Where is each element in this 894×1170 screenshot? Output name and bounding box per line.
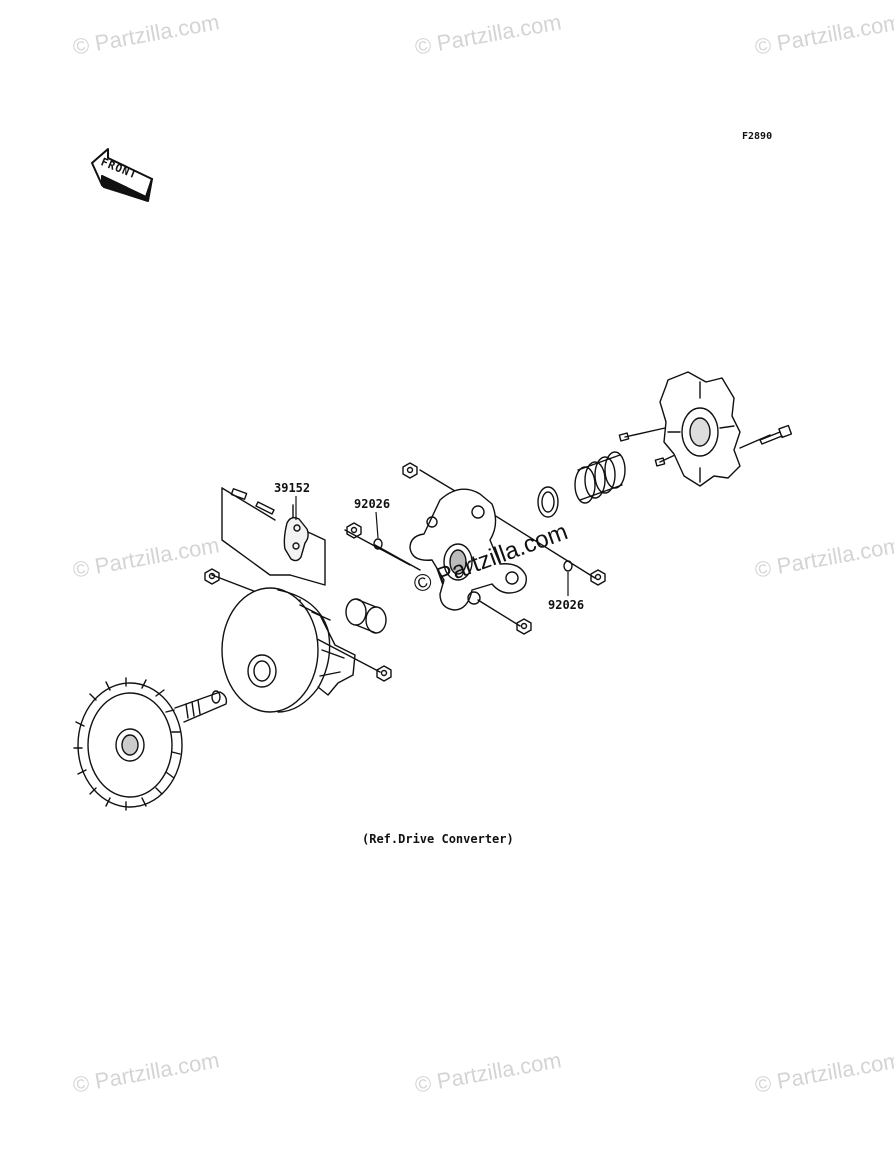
bolt xyxy=(759,424,793,445)
figure-code: F2890 xyxy=(742,131,773,142)
nut xyxy=(346,522,362,539)
part-label-39152: 39152 xyxy=(274,481,311,495)
pin xyxy=(618,432,666,467)
part-label-92026: 92026 xyxy=(548,598,585,612)
spring-coil xyxy=(574,451,626,504)
movable-sheave xyxy=(221,587,356,713)
weight-pin xyxy=(230,488,275,515)
caption: (Ref.Drive Converter) xyxy=(362,832,514,846)
fixed-sheave xyxy=(73,677,228,811)
nut xyxy=(590,569,606,586)
nut xyxy=(402,462,418,479)
cover xyxy=(659,371,741,487)
nut xyxy=(204,568,220,585)
part-label-92026: 92026 xyxy=(354,497,391,511)
washer xyxy=(373,538,383,550)
bushing xyxy=(345,598,387,634)
nut xyxy=(376,665,392,682)
nut xyxy=(516,618,532,635)
spider xyxy=(409,488,527,611)
front-arrow-icon xyxy=(91,148,153,202)
washer xyxy=(563,560,573,572)
retaining-ring xyxy=(537,486,559,518)
